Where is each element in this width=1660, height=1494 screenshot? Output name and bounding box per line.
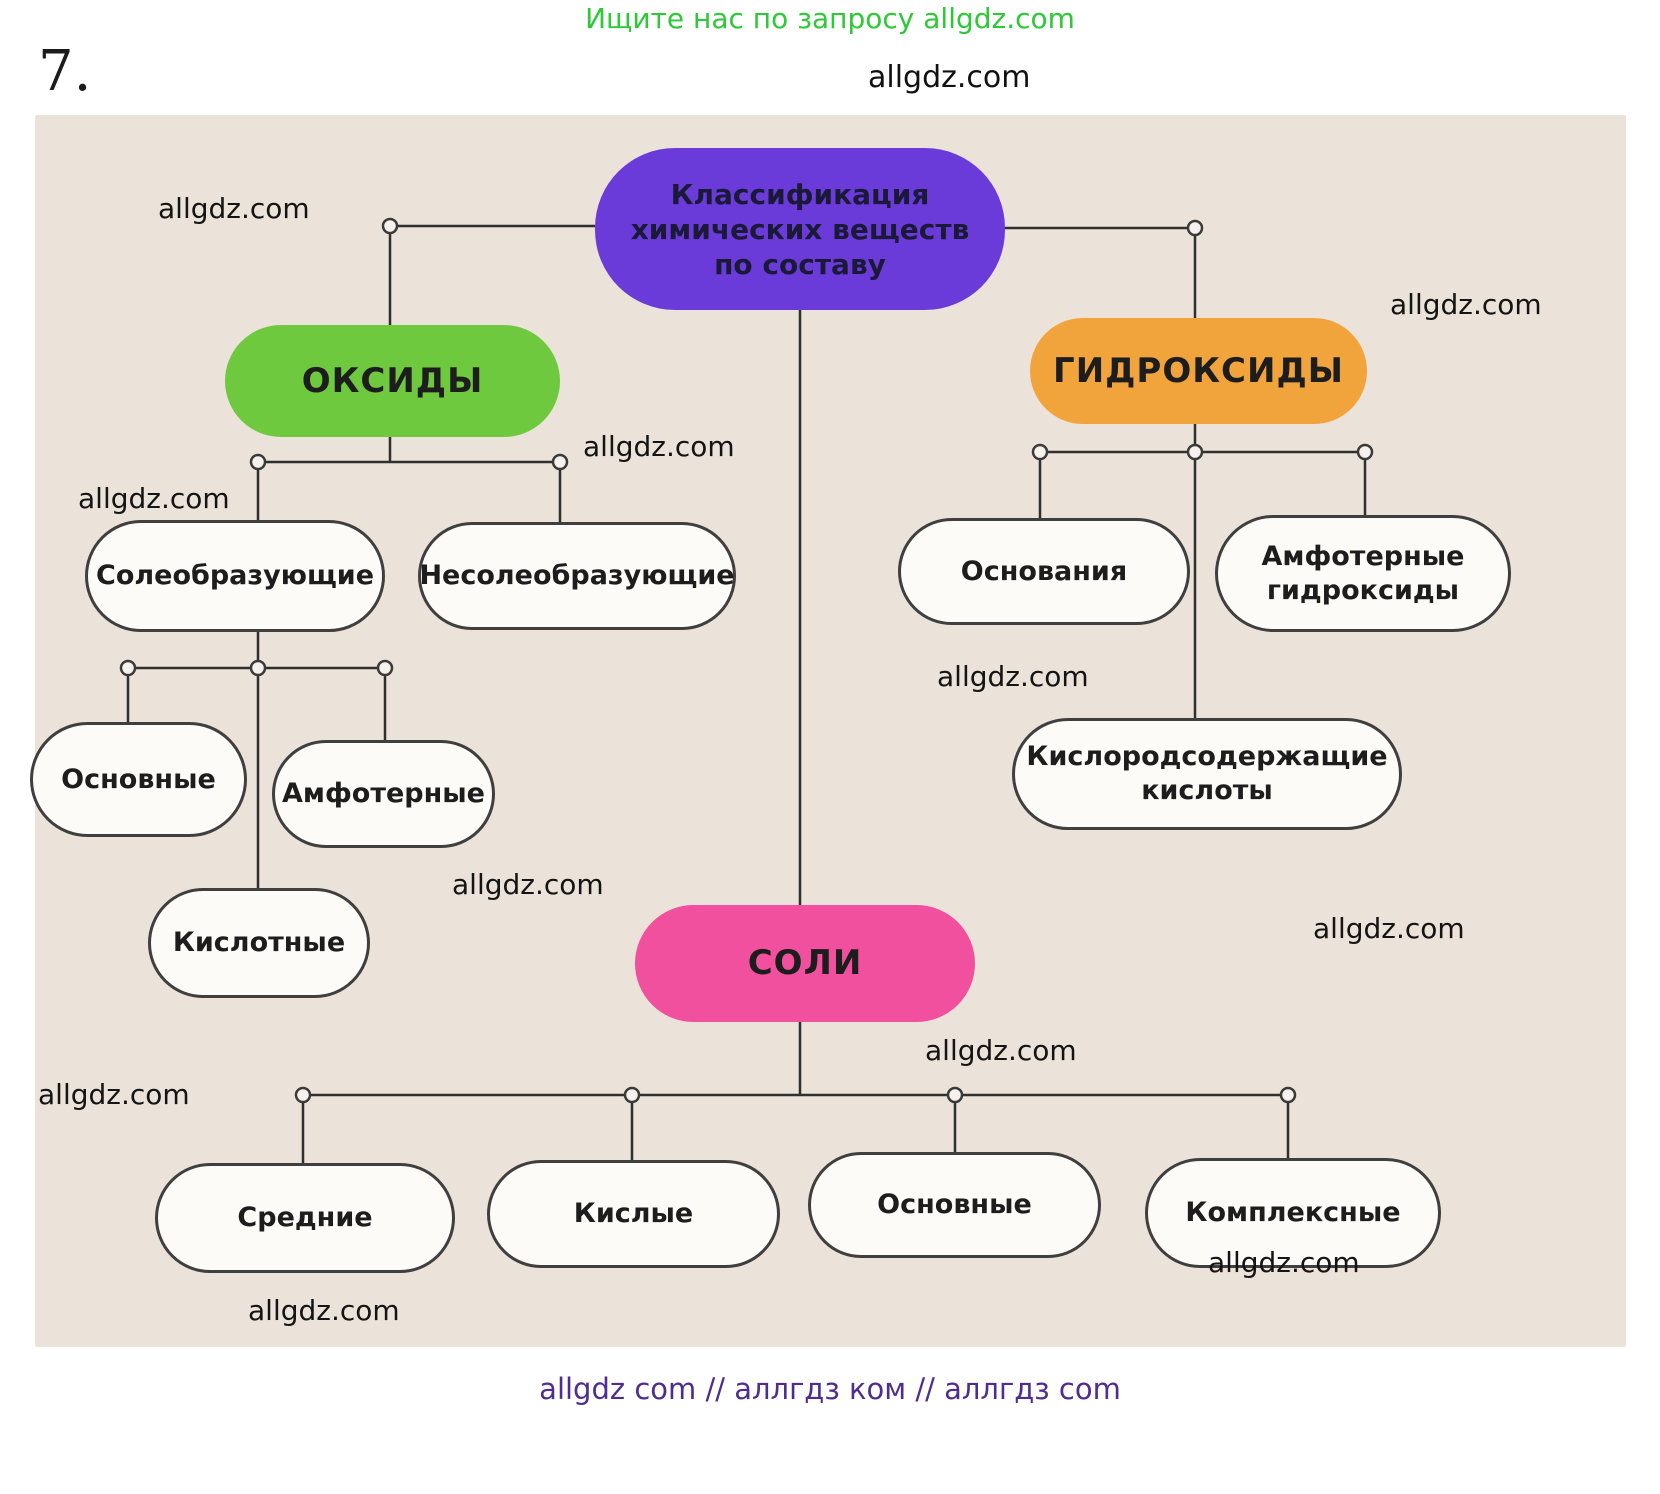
watermark: allgdz.com [158,192,310,225]
node-soli: СОЛИ [635,905,975,1022]
node-kompleksnye-soli: Комплексные [1145,1158,1441,1268]
watermark: allgdz.com [925,1034,1077,1067]
watermark: allgdz.com [868,60,1031,95]
watermark: allgdz.com [1208,1246,1360,1279]
node-amfoternye-gidroksidy: Амфотерные гидроксиды [1215,515,1511,632]
node-srednie-soli: Средние [155,1163,455,1273]
watermark: allgdz.com [583,430,735,463]
node-kislorodsoderzhashchie-kisloty: Кислородсодержащие кислоты [1012,718,1402,830]
node-gidroksidy: ГИДРОКСИДЫ [1030,318,1367,424]
watermark: allgdz.com [78,482,230,515]
node-kislye-soli: Кислые [487,1160,780,1268]
watermark: allgdz.com [937,660,1089,693]
node-soleobrazuyushchie: Солеобразующие [85,520,385,632]
node-root-classification: Классификация химических веществ по сост… [595,148,1005,310]
exercise-number: 7. [38,39,92,104]
node-osnovnye-oksidy: Основные [30,722,247,837]
watermark: allgdz.com [38,1078,190,1111]
search-hint-text: Ищите нас по запросу allgdz.com [585,2,1075,35]
node-nesoleobrazuyushchie: Несолеобразующие [418,522,736,630]
node-kislotnye-oksidy: Кислотные [148,888,370,998]
watermark: allgdz.com [1313,912,1465,945]
watermark: allgdz.com [248,1294,400,1327]
node-amfoternye-oksidy: Амфотерные [272,740,495,848]
node-oksidy: ОКСИДЫ [225,325,560,437]
watermark: allgdz.com [452,868,604,901]
node-osnovnye-soli: Основные [808,1152,1101,1258]
watermark: allgdz.com [1390,288,1542,321]
node-osnovaniya: Основания [898,518,1190,625]
footer-text: allgdz com // аллгдз ком // аллгдз com [539,1372,1121,1406]
